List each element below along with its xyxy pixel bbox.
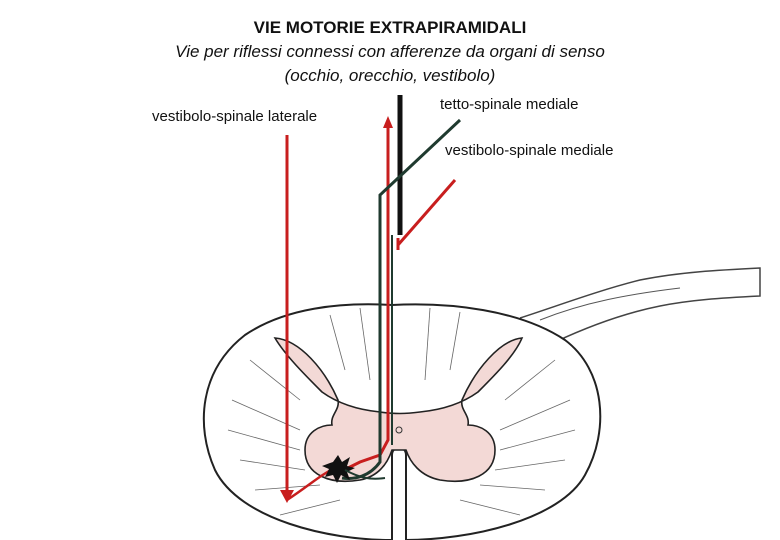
ventral-median-fissure xyxy=(391,446,407,540)
lateral-vestibulospinal-arrow xyxy=(280,490,294,503)
label-lateral-vestibulospinal: vestibolo-spinale laterale xyxy=(152,108,318,125)
dark-green-pathway xyxy=(341,118,462,480)
label-medial-tectospinal: tetto-spinale mediale xyxy=(440,96,579,113)
gray-matter xyxy=(273,337,524,482)
page-subtitle: Vie per riflessi connessi con afferenze … xyxy=(175,42,605,61)
page-title: VIE MOTORIE EXTRAPIRAMIDALI xyxy=(253,18,527,37)
dorsal-root xyxy=(519,267,761,343)
label-medial-vestibulospinal: vestibolo-spinale mediale xyxy=(445,142,614,159)
central-canal xyxy=(395,426,403,434)
page-subtitle-organs: (occhio, orecchio, vestibolo) xyxy=(284,66,496,85)
motor-neuron xyxy=(322,455,386,483)
